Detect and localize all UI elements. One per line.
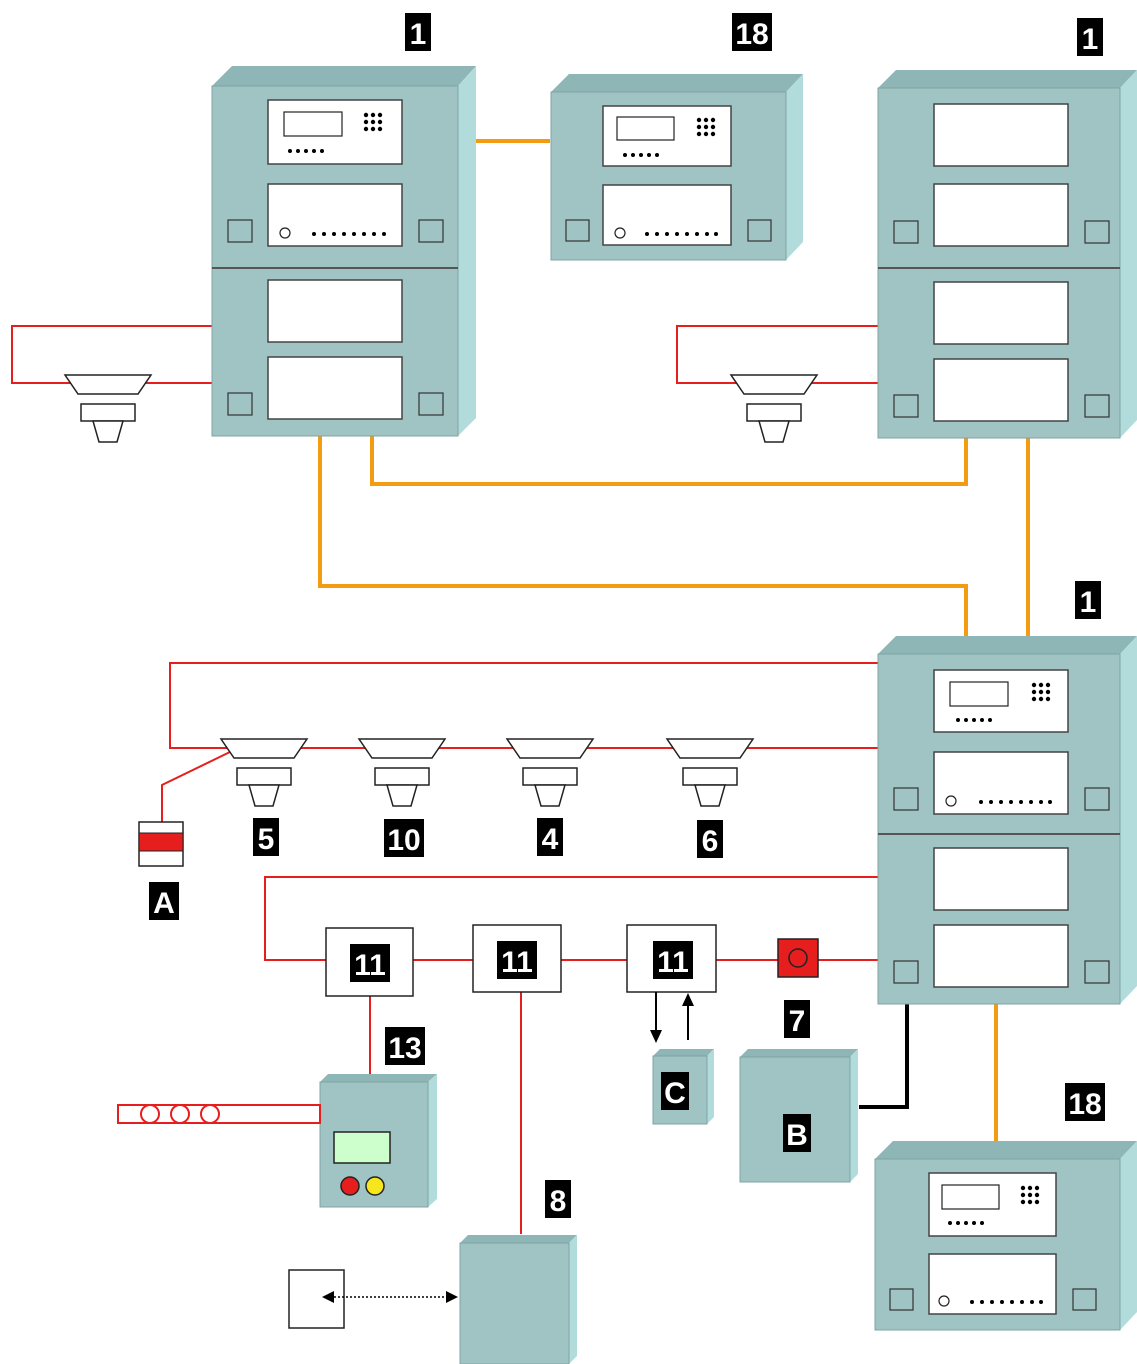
svg-text:10: 10	[387, 824, 420, 857]
svg-text:C: C	[664, 1077, 686, 1110]
label-panel-top-left: 1	[405, 13, 431, 51]
peripheral-device[interactable]	[288, 1269, 345, 1329]
svg-text:8: 8	[550, 1185, 567, 1218]
label-module-11a: 11	[350, 944, 390, 982]
smoke-detector-icon[interactable]	[63, 374, 153, 443]
svg-text:1: 1	[1082, 23, 1099, 56]
svg-text:11: 11	[657, 946, 689, 979]
label-module-11b: 11	[497, 941, 537, 979]
control-wire	[859, 1003, 909, 1109]
label-extinguish-13: 13	[385, 1027, 425, 1065]
svg-text:6: 6	[702, 825, 719, 858]
label-device-b: B	[783, 1114, 811, 1152]
smoke-detector-5-icon[interactable]	[219, 738, 309, 807]
repeater-panel-bottom[interactable]	[874, 1141, 1137, 1331]
label-detector-5: 5	[253, 818, 279, 856]
label-panel-main: 1	[1075, 581, 1101, 619]
svg-text:5: 5	[258, 823, 275, 856]
fire-panel-main[interactable]	[877, 636, 1137, 1005]
device-8[interactable]	[459, 1235, 577, 1364]
label-detector-6: 6	[697, 820, 723, 858]
smoke-detector-4-icon[interactable]	[505, 738, 595, 807]
label-device-8: 8	[545, 1180, 571, 1218]
smoke-detector-icon[interactable]	[729, 374, 819, 443]
alarm-sounder-icon[interactable]	[138, 821, 184, 867]
extinguishing-control-panel[interactable]	[319, 1074, 437, 1208]
svg-text:18: 18	[1068, 1088, 1101, 1121]
label-device-c: C	[661, 1072, 689, 1110]
svg-text:B: B	[786, 1119, 808, 1152]
bidirectional-arrow-icon	[322, 1291, 458, 1303]
repeater-panel-top[interactable]	[550, 74, 803, 261]
svg-text:1: 1	[1080, 586, 1097, 619]
label-detector-10: 10	[384, 819, 424, 857]
label-callpoint-7: 7	[784, 1000, 810, 1038]
manual-call-point-icon[interactable]	[777, 938, 819, 978]
svg-text:13: 13	[388, 1032, 421, 1065]
smoke-detector-6-icon[interactable]	[665, 738, 755, 807]
detector-loop-wires	[11, 325, 878, 1234]
smoke-detector-10-icon[interactable]	[357, 738, 447, 807]
label-panel-top-right: 1	[1077, 18, 1103, 56]
fire-panel-top-right[interactable]	[877, 70, 1137, 439]
label-detector-4: 4	[537, 818, 563, 856]
svg-text:A: A	[153, 887, 175, 920]
svg-text:11: 11	[354, 949, 386, 982]
svg-text:1: 1	[410, 18, 427, 51]
label-alarm-a: A	[149, 882, 179, 920]
svg-text:4: 4	[542, 823, 559, 856]
svg-text:11: 11	[501, 946, 533, 979]
extinguishing-pipe-icon	[117, 1104, 321, 1124]
label-repeater-top: 18	[732, 13, 772, 51]
label-module-11c: 11	[653, 941, 693, 979]
svg-text:7: 7	[789, 1005, 806, 1038]
fire-panel-top-left[interactable]	[211, 66, 476, 437]
signal-arrows-icon	[650, 992, 694, 1043]
label-repeater-bottom: 18	[1065, 1083, 1105, 1121]
svg-text:18: 18	[735, 18, 768, 51]
network-wires	[318, 139, 1030, 1143]
